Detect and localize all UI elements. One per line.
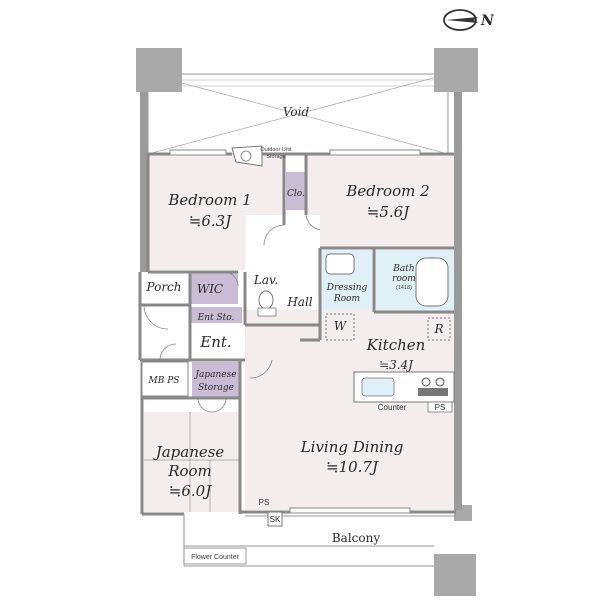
clo-area xyxy=(286,172,306,210)
bath-label-2: room xyxy=(392,274,416,284)
ldk-area-2 xyxy=(320,340,454,510)
balcony-area xyxy=(183,511,456,567)
r-label: R xyxy=(433,322,443,336)
outdoor-unit-label: Outdoor Unit xyxy=(260,147,292,153)
jroom-size: ≒6.0J xyxy=(169,482,212,500)
ent-sto-label: Ent Sto. xyxy=(197,313,235,323)
ent-sto-area xyxy=(190,307,242,323)
washer-box xyxy=(325,313,355,341)
windows xyxy=(169,149,421,514)
toilet-icon xyxy=(258,290,274,310)
compass-letter: N xyxy=(480,13,495,29)
balcony-label: Balcony xyxy=(332,531,380,545)
column-bottom-right xyxy=(434,554,476,596)
bedroom1-label: Bedroom 1 xyxy=(167,191,251,209)
counter-label: Counter xyxy=(378,403,407,412)
kitchen-counter xyxy=(353,371,455,413)
clo-label: Clo. xyxy=(287,189,305,199)
hall-area xyxy=(245,215,320,325)
dressing-label-2: Room xyxy=(333,294,360,304)
bathtub-icon xyxy=(415,257,449,307)
bedroom2-label: Bedroom 2 xyxy=(345,182,429,200)
ent-label: Ent. xyxy=(199,333,231,351)
bath-label-1: Bath xyxy=(392,264,414,274)
mbps-box xyxy=(141,361,189,397)
bedroom2-area xyxy=(306,154,454,248)
void-label: Void xyxy=(283,105,310,119)
outdoor-storage-label: Storage xyxy=(266,154,285,160)
void-area xyxy=(147,73,449,155)
sk-label: SK xyxy=(270,515,281,524)
outdoor-unit-storage xyxy=(231,145,263,167)
dressing-label-1: Dressing xyxy=(326,283,368,293)
fridge-box xyxy=(427,317,451,341)
living-label: Living Dining xyxy=(300,438,404,456)
bedroom2-size: ≒5.6J xyxy=(367,203,410,221)
japanese-room-area xyxy=(144,412,240,512)
flower-counter-box xyxy=(183,547,247,565)
ps-label: PS xyxy=(435,403,446,412)
japanese-storage-area xyxy=(192,362,240,398)
mbps-label: MB PS xyxy=(148,376,180,386)
wic-area xyxy=(190,272,238,304)
column-top-left xyxy=(136,48,182,92)
jroom-label-2: Room xyxy=(167,462,212,480)
bath-label-3: (1418) xyxy=(396,285,412,291)
door-swings xyxy=(143,214,321,413)
north-arrow-icon: N xyxy=(443,9,495,31)
washbasin-icon xyxy=(325,253,355,275)
wic-label: WIC xyxy=(197,282,223,296)
sk-box xyxy=(267,511,283,527)
kitchen-label: Kitchen xyxy=(366,336,426,354)
flower-counter-label: Flower Counter xyxy=(191,554,240,561)
stove-icon xyxy=(421,377,431,387)
lav-label: Lav. xyxy=(253,273,278,287)
bedroom1-size: ≒6.3J xyxy=(189,212,232,230)
jstorage-label-1: Japanese xyxy=(193,370,236,380)
living-size: ≒10.7J xyxy=(326,458,379,476)
column-top-right xyxy=(434,48,478,92)
jstorage-label-2: Storage xyxy=(198,383,234,393)
porch-label: Porch xyxy=(146,280,182,294)
kitchen-size: ≒3.4J xyxy=(379,358,414,372)
w-label: W xyxy=(334,319,348,333)
ps2-label: PS xyxy=(259,498,270,507)
hall-label: Hall xyxy=(286,295,312,309)
jroom-label-1: Japanese xyxy=(153,443,225,461)
tatami-lines xyxy=(144,412,240,512)
sink-icon xyxy=(361,377,395,397)
